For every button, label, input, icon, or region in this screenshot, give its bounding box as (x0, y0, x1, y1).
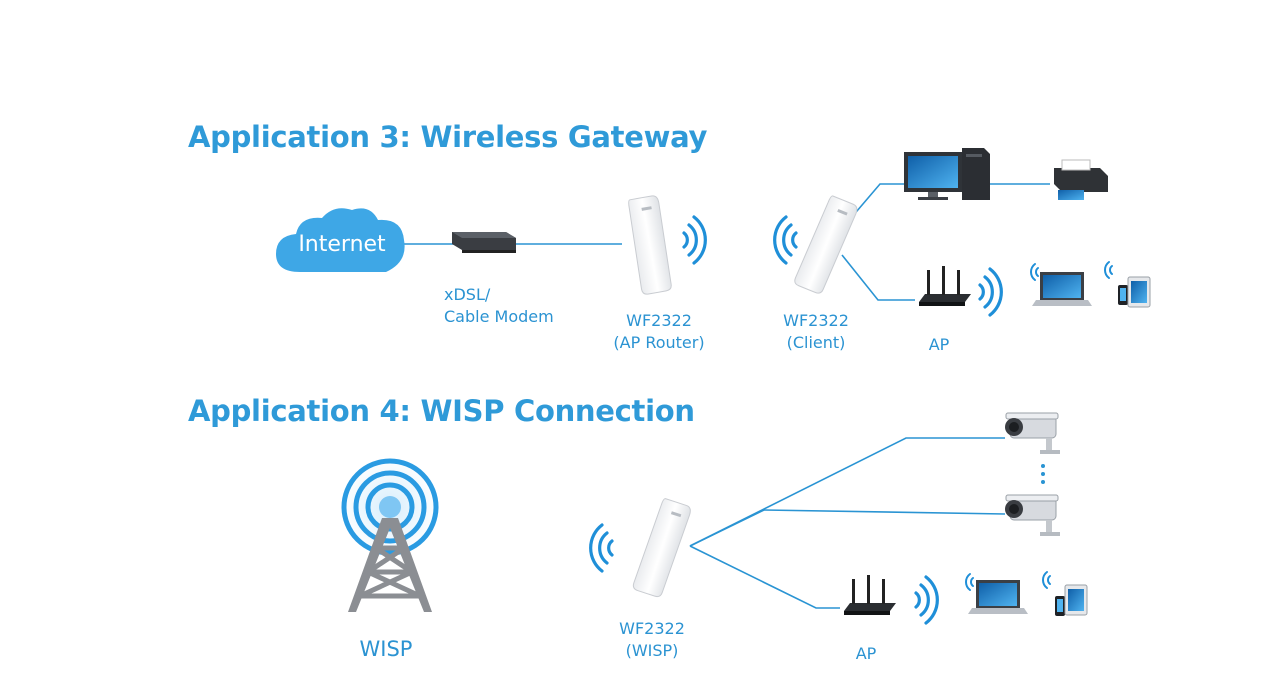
more-dots-icon (1041, 464, 1045, 484)
wifi-signal-icon (1104, 261, 1113, 279)
link-client-ap (841, 254, 915, 301)
wifi-signal-icon (682, 215, 707, 265)
link-wisp-ap (689, 545, 840, 609)
cell-tower-icon (340, 457, 440, 612)
wifi-signal-icon (978, 267, 1003, 317)
laptop-icon (1032, 272, 1092, 306)
tablet-icon (1064, 584, 1088, 616)
app4-title: Application 4: WISP Connection (188, 394, 695, 428)
router-icon (919, 266, 971, 306)
wisp-label: WISP (359, 637, 413, 661)
app3-title: Application 3: Wireless Gateway (188, 120, 708, 154)
internet-label: Internet (298, 232, 386, 257)
router-icon (844, 575, 896, 615)
client-label-line1: WF2322 (783, 311, 849, 330)
modem-label-line1: xDSL/ (444, 285, 491, 304)
ap-label-app4: AP (855, 644, 877, 663)
ip-camera-icon (1004, 412, 1061, 455)
app4-links (689, 437, 1006, 609)
aprouter-label: WF2322 (AP Router) (596, 310, 722, 354)
wifi-signal-icon (1042, 571, 1051, 589)
laptop-icon (968, 580, 1028, 614)
wifi-signal-icon (1030, 263, 1039, 281)
smartphone-icon (1055, 596, 1065, 616)
modem-icon (452, 232, 516, 253)
outdoor-cpe-icon (631, 496, 693, 600)
client-label: WF2322 (Client) (766, 310, 866, 354)
cloud-icon (276, 208, 405, 272)
wifi-signal-icon (589, 523, 614, 573)
link-wisp-camera1 (689, 437, 1005, 547)
aprouter-label-line2: (AP Router) (613, 333, 705, 352)
modem-label-line2: Cable Modem (444, 307, 554, 326)
desktop-pc-icon (904, 148, 990, 200)
client-label-line2: (Client) (786, 333, 846, 352)
wisp-cpe-label: WF2322 (WISP) (602, 618, 702, 662)
tablet-icon (1127, 276, 1151, 308)
ip-camera-icon (1004, 494, 1061, 537)
wifi-signal-icon (965, 573, 974, 591)
wisp-cpe-label-line2: (WISP) (625, 641, 679, 660)
printer-icon (1054, 159, 1108, 200)
link-wisp-branch (689, 509, 765, 547)
link-wisp-camera2 (763, 509, 1006, 515)
ap-label-app3: AP (928, 335, 950, 354)
wifi-signal-icon (773, 215, 798, 265)
outdoor-cpe-icon (792, 194, 860, 296)
modem-label: xDSL/ Cable Modem (444, 284, 554, 328)
outdoor-cpe-icon (625, 194, 675, 296)
wifi-signal-icon (914, 575, 939, 625)
wisp-cpe-label-line1: WF2322 (619, 619, 685, 638)
smartphone-icon (1118, 285, 1128, 305)
aprouter-label-line1: WF2322 (626, 311, 692, 330)
